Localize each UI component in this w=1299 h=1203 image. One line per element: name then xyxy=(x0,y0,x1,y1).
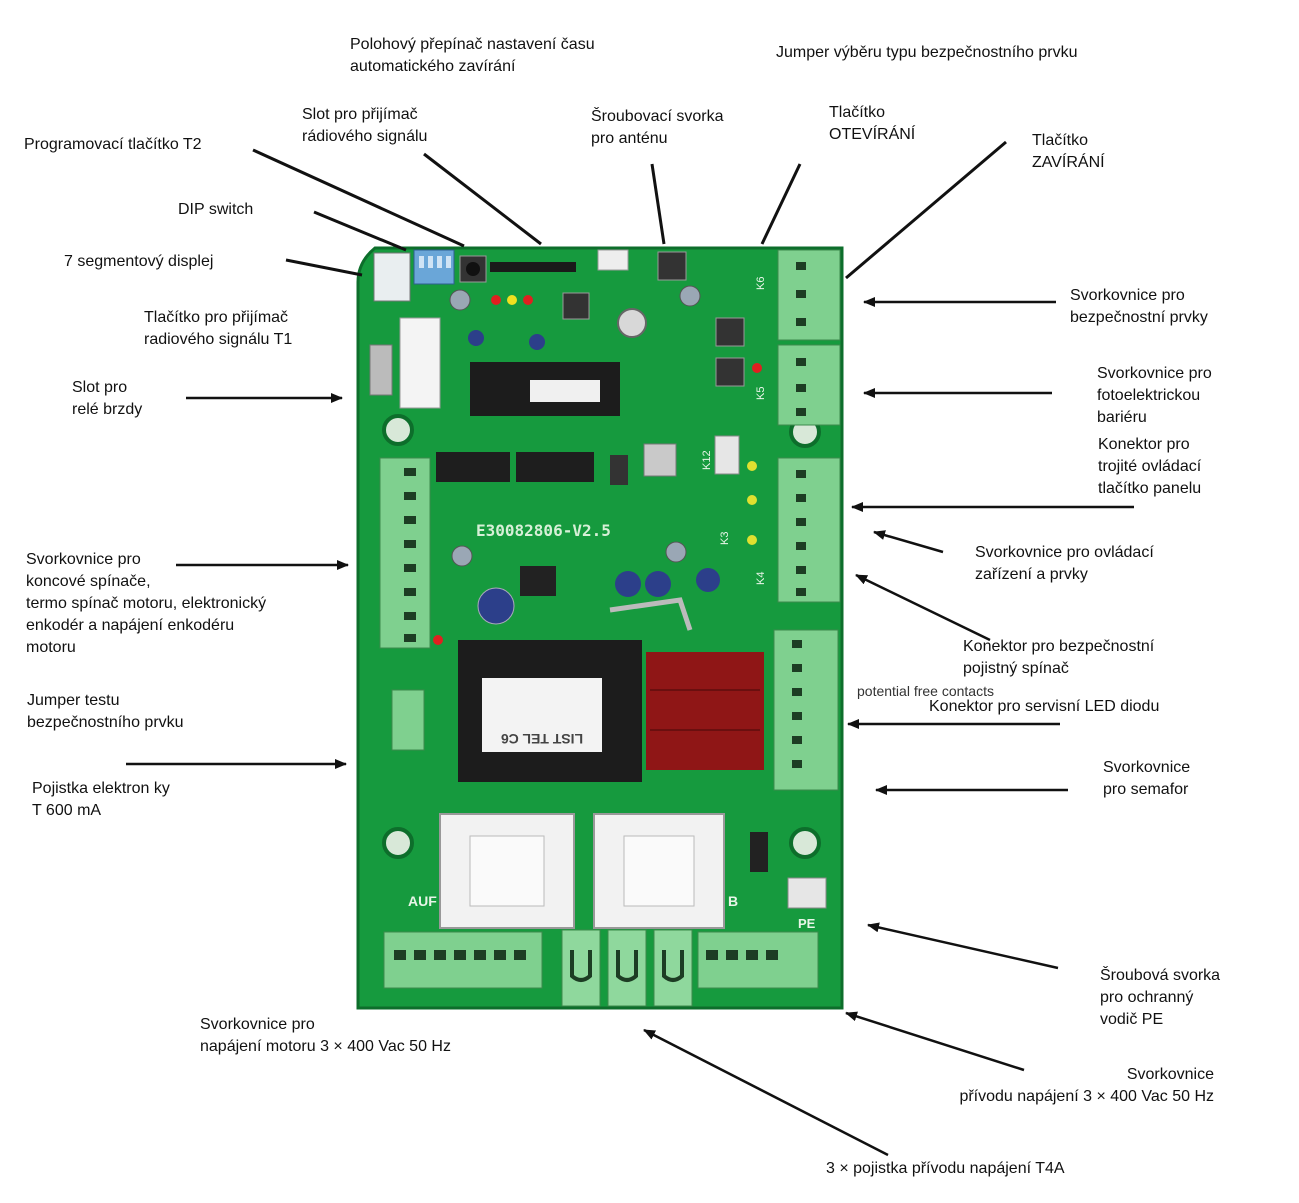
svg-text:K3: K3 xyxy=(719,532,731,545)
open-button xyxy=(657,251,687,281)
pointer-arrows xyxy=(126,297,1134,1157)
label-close-button: Tlačítko ZAVÍRÁNÍ xyxy=(1032,132,1105,171)
safety-test-jumper xyxy=(391,689,425,751)
label-dip-switch: DIP switch xyxy=(178,201,254,218)
label-triple-button-connector: Konektor pro trojité ovládací tlačítko p… xyxy=(1098,436,1202,497)
right-terminal-strips: K6 K5 K12 K4 K3 xyxy=(701,249,841,791)
label-jumper-safety-test: Jumper testu bezpečnostního prvku xyxy=(27,692,184,731)
svg-text:K6: K6 xyxy=(755,277,767,290)
label-limit-switch-terminal: Svorkovnice pro koncové spínače, termo s… xyxy=(26,551,267,656)
radio-receiver-slot xyxy=(490,262,576,272)
label-photocell-terminal: Svorkovnice pro fotoelektrickou bariéru xyxy=(1097,365,1212,426)
board-model-label: E30082806-V2.5 xyxy=(476,521,611,540)
rotary-switch xyxy=(617,308,647,338)
svg-text:K4: K4 xyxy=(755,572,767,585)
pe-terminal xyxy=(787,877,827,909)
label-supply-fuses: 3 × pojistka přívodu napájení T4A xyxy=(826,1160,1065,1177)
label-motor-terminal: Svorkovnice pro napájení motoru 3 × 400 … xyxy=(200,1016,451,1055)
label-pe-terminal: Šroubová svorka pro ochranný vodič PE xyxy=(1100,967,1221,1028)
relay-label-right: B xyxy=(728,893,738,909)
label-service-led-connector: Konektor pro servisní LED diodu xyxy=(929,698,1160,715)
close-button xyxy=(715,317,745,347)
chip-label: LIST TEL C6 xyxy=(501,731,583,747)
svg-text:K12: K12 xyxy=(701,450,713,470)
relay-label-left: AUF xyxy=(408,893,437,909)
label-semaphore-terminal: Svorkovnice pro semafor xyxy=(1103,759,1191,798)
svg-text:K5: K5 xyxy=(755,387,767,400)
label-seven-segment: 7 segmentový displej xyxy=(64,253,214,270)
relay-block xyxy=(646,652,764,770)
contactors xyxy=(439,813,725,929)
label-brake-relay-slot: Slot pro relé brzdy xyxy=(72,379,143,418)
label-rotary-switch: Polohový přepínač nastavení času automat… xyxy=(350,36,595,75)
supply-fuses xyxy=(561,929,693,1007)
label-potential-free: potential free contacts xyxy=(857,683,994,699)
t1-button xyxy=(562,292,590,320)
label-antenna-terminal: Šroubovací svorka pro anténu xyxy=(591,108,724,147)
label-safety-switch-connector: Konektor pro bezpečnostní pojistný spína… xyxy=(963,638,1155,677)
label-open-button: Tlačítko OTEVÍRÁNÍ xyxy=(829,104,916,143)
label-electronics-fuse: Pojistka elektron ky T 600 mA xyxy=(32,780,170,819)
left-terminal-strip xyxy=(379,457,431,649)
bottom-terminals xyxy=(383,931,819,989)
seven-segment-display xyxy=(373,252,411,302)
antenna-terminal xyxy=(597,249,629,271)
label-radio-slot: Slot pro přijímač rádiového signálu xyxy=(302,106,428,145)
pe-label: PE xyxy=(798,916,816,931)
label-supply-terminal: Svorkovnice přívodu napájení 3 × 400 Vac… xyxy=(959,1066,1214,1105)
brake-relay-slot xyxy=(369,344,393,396)
label-radio-button-t1: Tlačítko pro přijímač radiového signálu … xyxy=(144,309,293,348)
label-safety-terminal: Svorkovnice pro bezpečnostní prvky xyxy=(1070,287,1208,326)
label-prog-button-t2: Programovací tlačítko T2 xyxy=(24,136,202,153)
label-control-terminal: Svorkovnice pro ovládací zařízení a prvk… xyxy=(975,544,1154,583)
label-jumper-safety-type: Jumper výběru typu bezpečnostního prvku xyxy=(776,44,1078,61)
leader-lines xyxy=(252,140,1007,280)
mounting-holes xyxy=(382,414,821,859)
